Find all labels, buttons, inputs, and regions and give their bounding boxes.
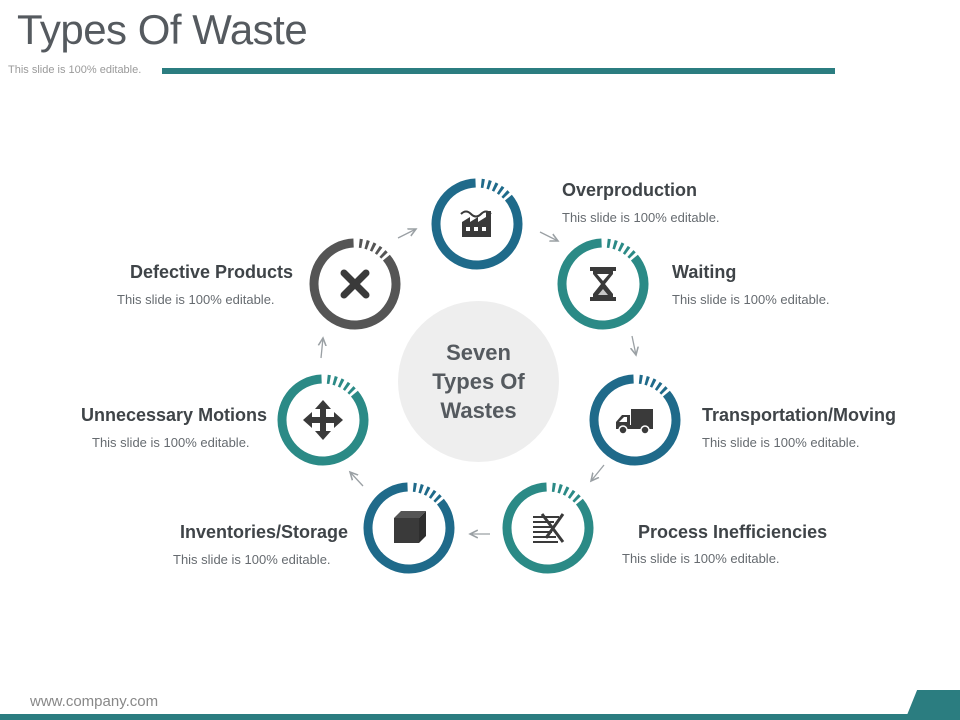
arrow-3 xyxy=(591,464,605,481)
center-circle: Seven Types Of Wastes xyxy=(398,301,559,462)
crossed-list-icon xyxy=(533,513,565,543)
desc-unnecessary-motions: This slide is 100% editable. xyxy=(92,435,250,450)
hourglass-icon xyxy=(590,267,616,301)
move-arrows-icon xyxy=(303,400,343,440)
page-title: Types Of Waste xyxy=(17,6,308,53)
ring-defective-products xyxy=(309,238,401,330)
footer-url: www.company.com xyxy=(30,693,159,710)
arrow-7 xyxy=(397,229,416,239)
ring-transportation xyxy=(589,374,681,466)
label-unnecessary-motions: Unnecessary Motions xyxy=(81,405,268,425)
desc-inventories: This slide is 100% editable. xyxy=(173,552,331,567)
ring-process-inefficiencies xyxy=(502,482,594,574)
desc-overproduction: This slide is 100% editable. xyxy=(562,210,720,225)
label-defective-products: Defective Products xyxy=(130,262,294,282)
ring-overproduction xyxy=(431,178,523,270)
label-process-inefficiencies: Process Inefficiencies xyxy=(638,522,828,542)
label-inventories: Inventories/Storage xyxy=(180,522,349,542)
ring-inventories xyxy=(363,482,455,574)
box-icon xyxy=(394,511,426,543)
label-waiting: Waiting xyxy=(672,262,737,282)
arrow-5 xyxy=(350,472,364,487)
label-overproduction: Overproduction xyxy=(562,180,698,200)
ring-waiting xyxy=(557,238,649,330)
factory-icon xyxy=(460,210,492,237)
desc-defective-products: This slide is 100% editable. xyxy=(117,292,275,307)
footer-bar xyxy=(0,714,960,720)
arrow-6 xyxy=(321,338,323,359)
page-subtitle: This slide is 100% editable. xyxy=(8,64,142,76)
title-rule xyxy=(162,68,835,74)
x-mark-icon xyxy=(340,269,370,299)
arrow-1 xyxy=(539,231,558,241)
label-transportation: Transportation/Moving xyxy=(702,405,897,425)
truck-icon xyxy=(616,409,653,435)
desc-transportation: This slide is 100% editable. xyxy=(702,435,860,450)
desc-process-inefficiencies: This slide is 100% editable. xyxy=(622,551,780,566)
ring-unnecessary-motions xyxy=(277,374,369,466)
arrow-2 xyxy=(632,335,636,355)
desc-waiting: This slide is 100% editable. xyxy=(672,292,830,307)
center-text: Seven Types Of Wastes xyxy=(432,340,525,423)
